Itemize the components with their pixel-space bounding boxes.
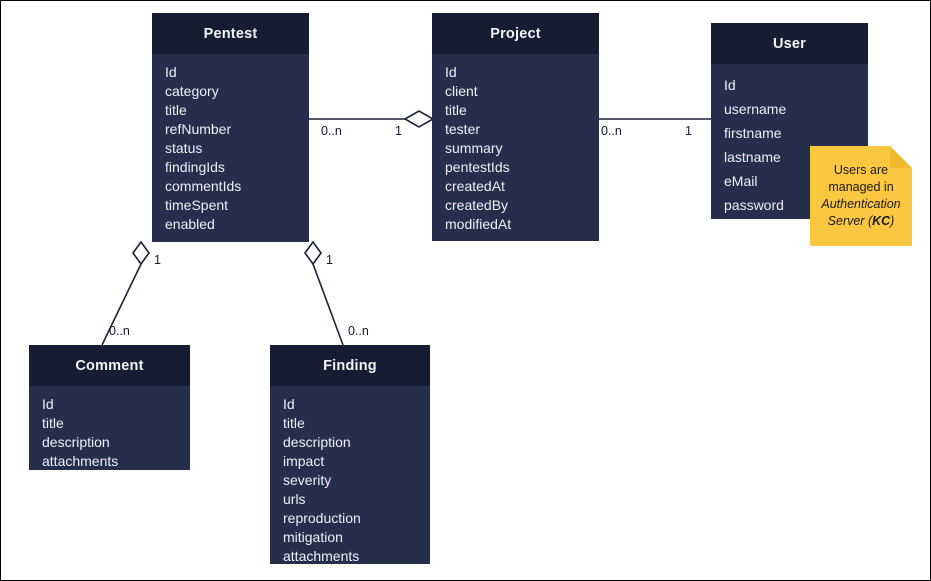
class-box-pentest[interactable]: Pentest Id category title refNumber stat… [152, 13, 309, 242]
note-fold-corner [890, 146, 912, 168]
attribute-row: createdAt [445, 177, 505, 194]
multiplicity-project-user-source: 0..n [601, 124, 622, 138]
attribute-row: attachments [283, 547, 360, 564]
attribute-row: tester [445, 120, 481, 137]
attribute-row: description [283, 433, 351, 450]
attribute-row: reproduction [283, 509, 361, 526]
note-line-1: Users are [833, 163, 889, 177]
attribute-row: password [724, 196, 784, 213]
attribute-row: summary [445, 139, 503, 156]
attribute-row: findingIds [165, 158, 225, 175]
attribute-row: Id [42, 395, 54, 412]
attribute-row: Id [445, 63, 457, 80]
multiplicity-pentest-finding-source: 1 [326, 253, 333, 267]
attribute-row: Id [165, 63, 177, 80]
attribute-row: severity [283, 471, 332, 488]
class-box-finding[interactable]: Finding Id title description impact seve… [270, 345, 430, 564]
note-line-3-text: Authentication [821, 197, 901, 211]
multiplicity-pentest-finding-target: 0..n [348, 324, 369, 338]
attribute-row: commentIds [165, 177, 242, 194]
class-title-project: Project [432, 13, 599, 54]
attribute-row: lastname [724, 148, 781, 165]
aggregation-diamond-pentest-comment [132, 240, 150, 266]
class-attributes-user: Id username firstname lastname eMail pas… [711, 64, 868, 220]
attribute-row: description [42, 433, 110, 450]
attribute-row: title [445, 101, 467, 118]
attribute-row: eMail [724, 172, 758, 189]
attribute-row: attachments [42, 452, 119, 469]
class-attributes-project: Id client title tester summary pentestId… [432, 54, 599, 242]
note-line-4-bold: KC [872, 214, 891, 228]
class-title-user: User [711, 23, 868, 64]
class-box-project[interactable]: Project Id client title tester summary p… [432, 13, 599, 241]
multiplicity-pentest-project-target: 1 [395, 124, 402, 138]
attribute-row: modifiedAt [445, 215, 512, 232]
attribute-row: urls [283, 490, 306, 507]
attribute-row: timeSpent [165, 196, 229, 213]
class-box-comment[interactable]: Comment Id title description attachments [29, 345, 190, 470]
class-attributes-finding: Id title description impact severity url… [270, 386, 430, 565]
class-attributes-comment: Id title description attachments [29, 386, 190, 471]
multiplicity-pentest-project-source: 0..n [321, 124, 342, 138]
attribute-row: category [165, 82, 219, 99]
class-title-finding: Finding [270, 345, 430, 386]
attribute-row: title [283, 414, 305, 431]
attribute-row: enabled [165, 215, 215, 232]
aggregation-diamond-pentest-finding [304, 240, 322, 266]
attribute-row: Id [724, 76, 736, 93]
note-line-2: managed in [828, 180, 894, 194]
attribute-row: title [42, 414, 64, 431]
class-title-pentest: Pentest [152, 13, 309, 54]
note-line-4: Server (KC) [820, 213, 902, 230]
class-attributes-pentest: Id category title refNumber status findi… [152, 54, 309, 243]
attribute-row: firstname [724, 124, 782, 141]
attribute-row: username [724, 100, 787, 117]
attribute-row: impact [283, 452, 325, 469]
multiplicity-pentest-comment-target: 0..n [109, 324, 130, 338]
multiplicity-project-user-target: 1 [685, 124, 692, 138]
connector-pentest-finding [312, 263, 344, 346]
attribute-row: client [445, 82, 478, 99]
attribute-row: mitigation [283, 528, 343, 545]
attribute-row: createdBy [445, 196, 509, 213]
multiplicity-pentest-comment-source: 1 [154, 253, 161, 267]
attribute-row: Id [283, 395, 295, 412]
attribute-row: pentestIds [445, 158, 510, 175]
attribute-row: title [165, 101, 187, 118]
attribute-row: status [165, 139, 203, 156]
class-title-comment: Comment [29, 345, 190, 386]
attribute-row: refNumber [165, 120, 232, 137]
note-line-4-prefix: Server ( [827, 214, 873, 228]
note-line-3: Authentication [820, 196, 902, 213]
note-users-managed: Users are managed in Authentication Serv… [810, 146, 912, 246]
aggregation-diamond-project [403, 110, 435, 128]
note-line-4-suffix: ) [890, 214, 895, 228]
